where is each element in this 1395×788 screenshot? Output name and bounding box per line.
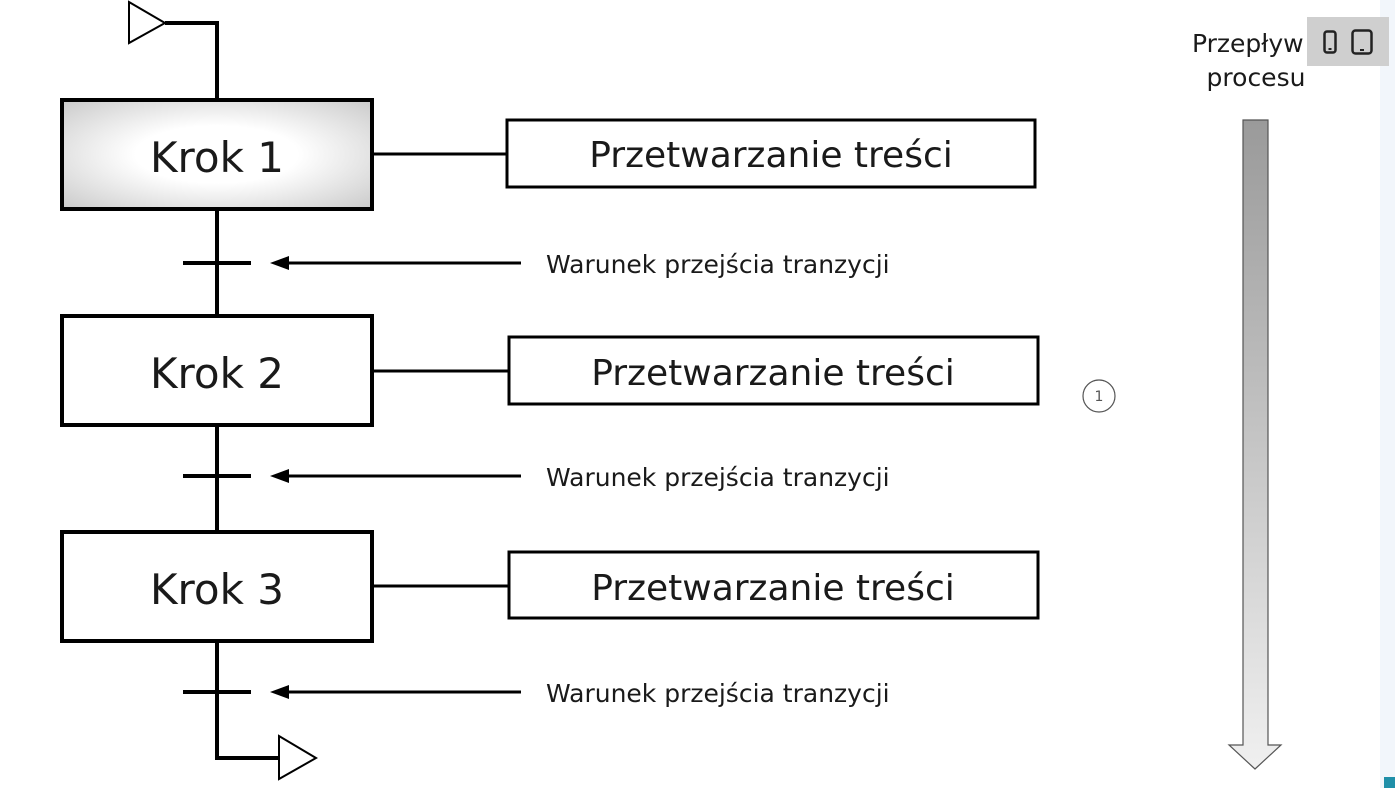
number-badge-text: 1 [1095, 389, 1104, 405]
number-badge[interactable] [1082, 379, 1116, 413]
condition-arrow-head-1 [270, 256, 289, 270]
condition-label-3: Warunek przejścia tranzycji [546, 679, 890, 708]
process-flow-arrow [1227, 119, 1283, 770]
entry-connector [165, 21, 219, 100]
exit-arrow [278, 734, 318, 781]
flow-label-line2: procesu [1207, 63, 1306, 92]
step-label-3: Krok 3 [150, 565, 284, 614]
process-label-3: Przetwarzanie treści [591, 568, 955, 609]
entry-arrow [128, 0, 168, 45]
step-label-2: Krok 2 [150, 349, 284, 398]
step-label-1: Krok 1 [150, 133, 284, 182]
phone-icon[interactable] [1323, 29, 1337, 54]
step-box-1 [60, 98, 374, 211]
flow-label-line1: Przepływ [1192, 29, 1304, 58]
right-scroll-strip [1380, 0, 1395, 788]
tablet-icon[interactable] [1351, 28, 1373, 55]
condition-label-1: Warunek przejścia tranzycji [546, 250, 890, 279]
condition-arrow-head-3 [270, 685, 289, 699]
exit-connector [215, 641, 280, 760]
process-box-3 [507, 550, 1040, 620]
process-label-2: Przetwarzanie treści [591, 353, 955, 394]
process-box-2 [507, 335, 1040, 406]
step-box-2 [60, 314, 374, 427]
condition-label-2: Warunek przejścia tranzycji [546, 463, 890, 492]
process-box-1 [505, 118, 1037, 189]
device-toolbar [1307, 17, 1389, 66]
condition-arrow-head-2 [270, 469, 289, 483]
corner-indicator [1384, 777, 1395, 788]
process-label-1: Przetwarzanie treści [589, 135, 953, 176]
